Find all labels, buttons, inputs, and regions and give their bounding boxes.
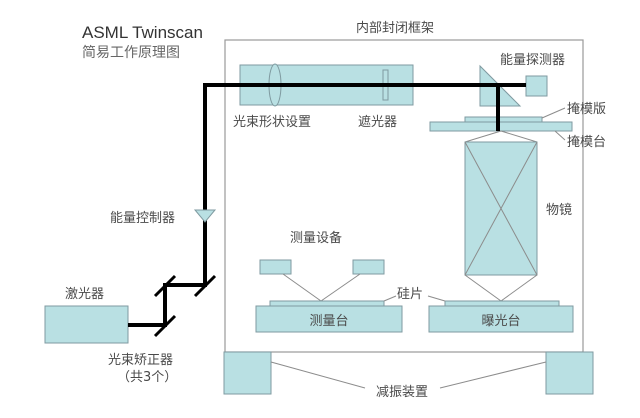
damper-leader-right	[439, 361, 547, 389]
inner-frame	[224, 39, 584, 353]
reticle-label: 掩模版	[567, 102, 606, 117]
objective-top-cone-l	[464, 130, 502, 143]
exposure-stage-label: 曝光台	[481, 314, 520, 329]
beam-corrector-count: （共3个）	[117, 370, 177, 385]
mirror-icon-2	[153, 274, 177, 298]
title-chinese: 简易工作原理图	[82, 44, 180, 61]
laser-label: 激光器	[65, 287, 104, 302]
objective-top-cone-r	[500, 130, 538, 143]
energy-controller-label: 能量控制器	[110, 211, 175, 226]
objective-cross-2	[464, 141, 538, 276]
metrology-label: 测量设备	[290, 230, 342, 246]
objective-bottom-cone-r	[500, 274, 538, 302]
damper-label: 减振装置	[376, 385, 428, 400]
wafer-label: 硅片	[397, 287, 423, 302]
mirror-icon-1	[153, 314, 177, 338]
energy-controller-icon	[193, 209, 217, 223]
damper-right	[545, 351, 594, 395]
laser-box	[44, 305, 129, 344]
reticle-leader	[541, 107, 566, 119]
damper-left	[223, 351, 272, 395]
metrology-unit-left	[259, 259, 292, 275]
energy-detector-box	[525, 75, 548, 97]
beam-corrector-label: 光束矫正器	[108, 353, 173, 368]
metrology-beam-l	[282, 273, 322, 302]
exposure-stage-box	[428, 305, 574, 333]
reticle-stage-box	[429, 121, 573, 132]
reticle-stage-leader	[554, 130, 566, 141]
measure-stage-box	[255, 305, 403, 333]
metrology-unit-right	[352, 259, 385, 275]
mirror-icon-3	[193, 274, 217, 298]
frame-label: 内部封闭框架	[356, 20, 434, 36]
objective-bottom-cone-l	[464, 274, 502, 302]
reticle-stage-label: 掩模台	[567, 135, 606, 150]
beam-shaper-label: 光束形状设置	[233, 115, 311, 130]
measure-stage-label: 测量台	[309, 314, 348, 329]
wafer-leader-right	[427, 295, 446, 302]
energy-detector-label: 能量探测器	[500, 53, 565, 68]
wafer-leader-left	[383, 295, 397, 302]
objective-label: 物镜	[546, 203, 572, 218]
laser-beam-path	[128, 83, 498, 327]
title-english: ASML Twinscan	[82, 23, 203, 42]
metrology-beam-r	[320, 273, 361, 302]
damper-leader-left	[270, 361, 366, 389]
shutter-label: 遮光器	[358, 114, 397, 130]
